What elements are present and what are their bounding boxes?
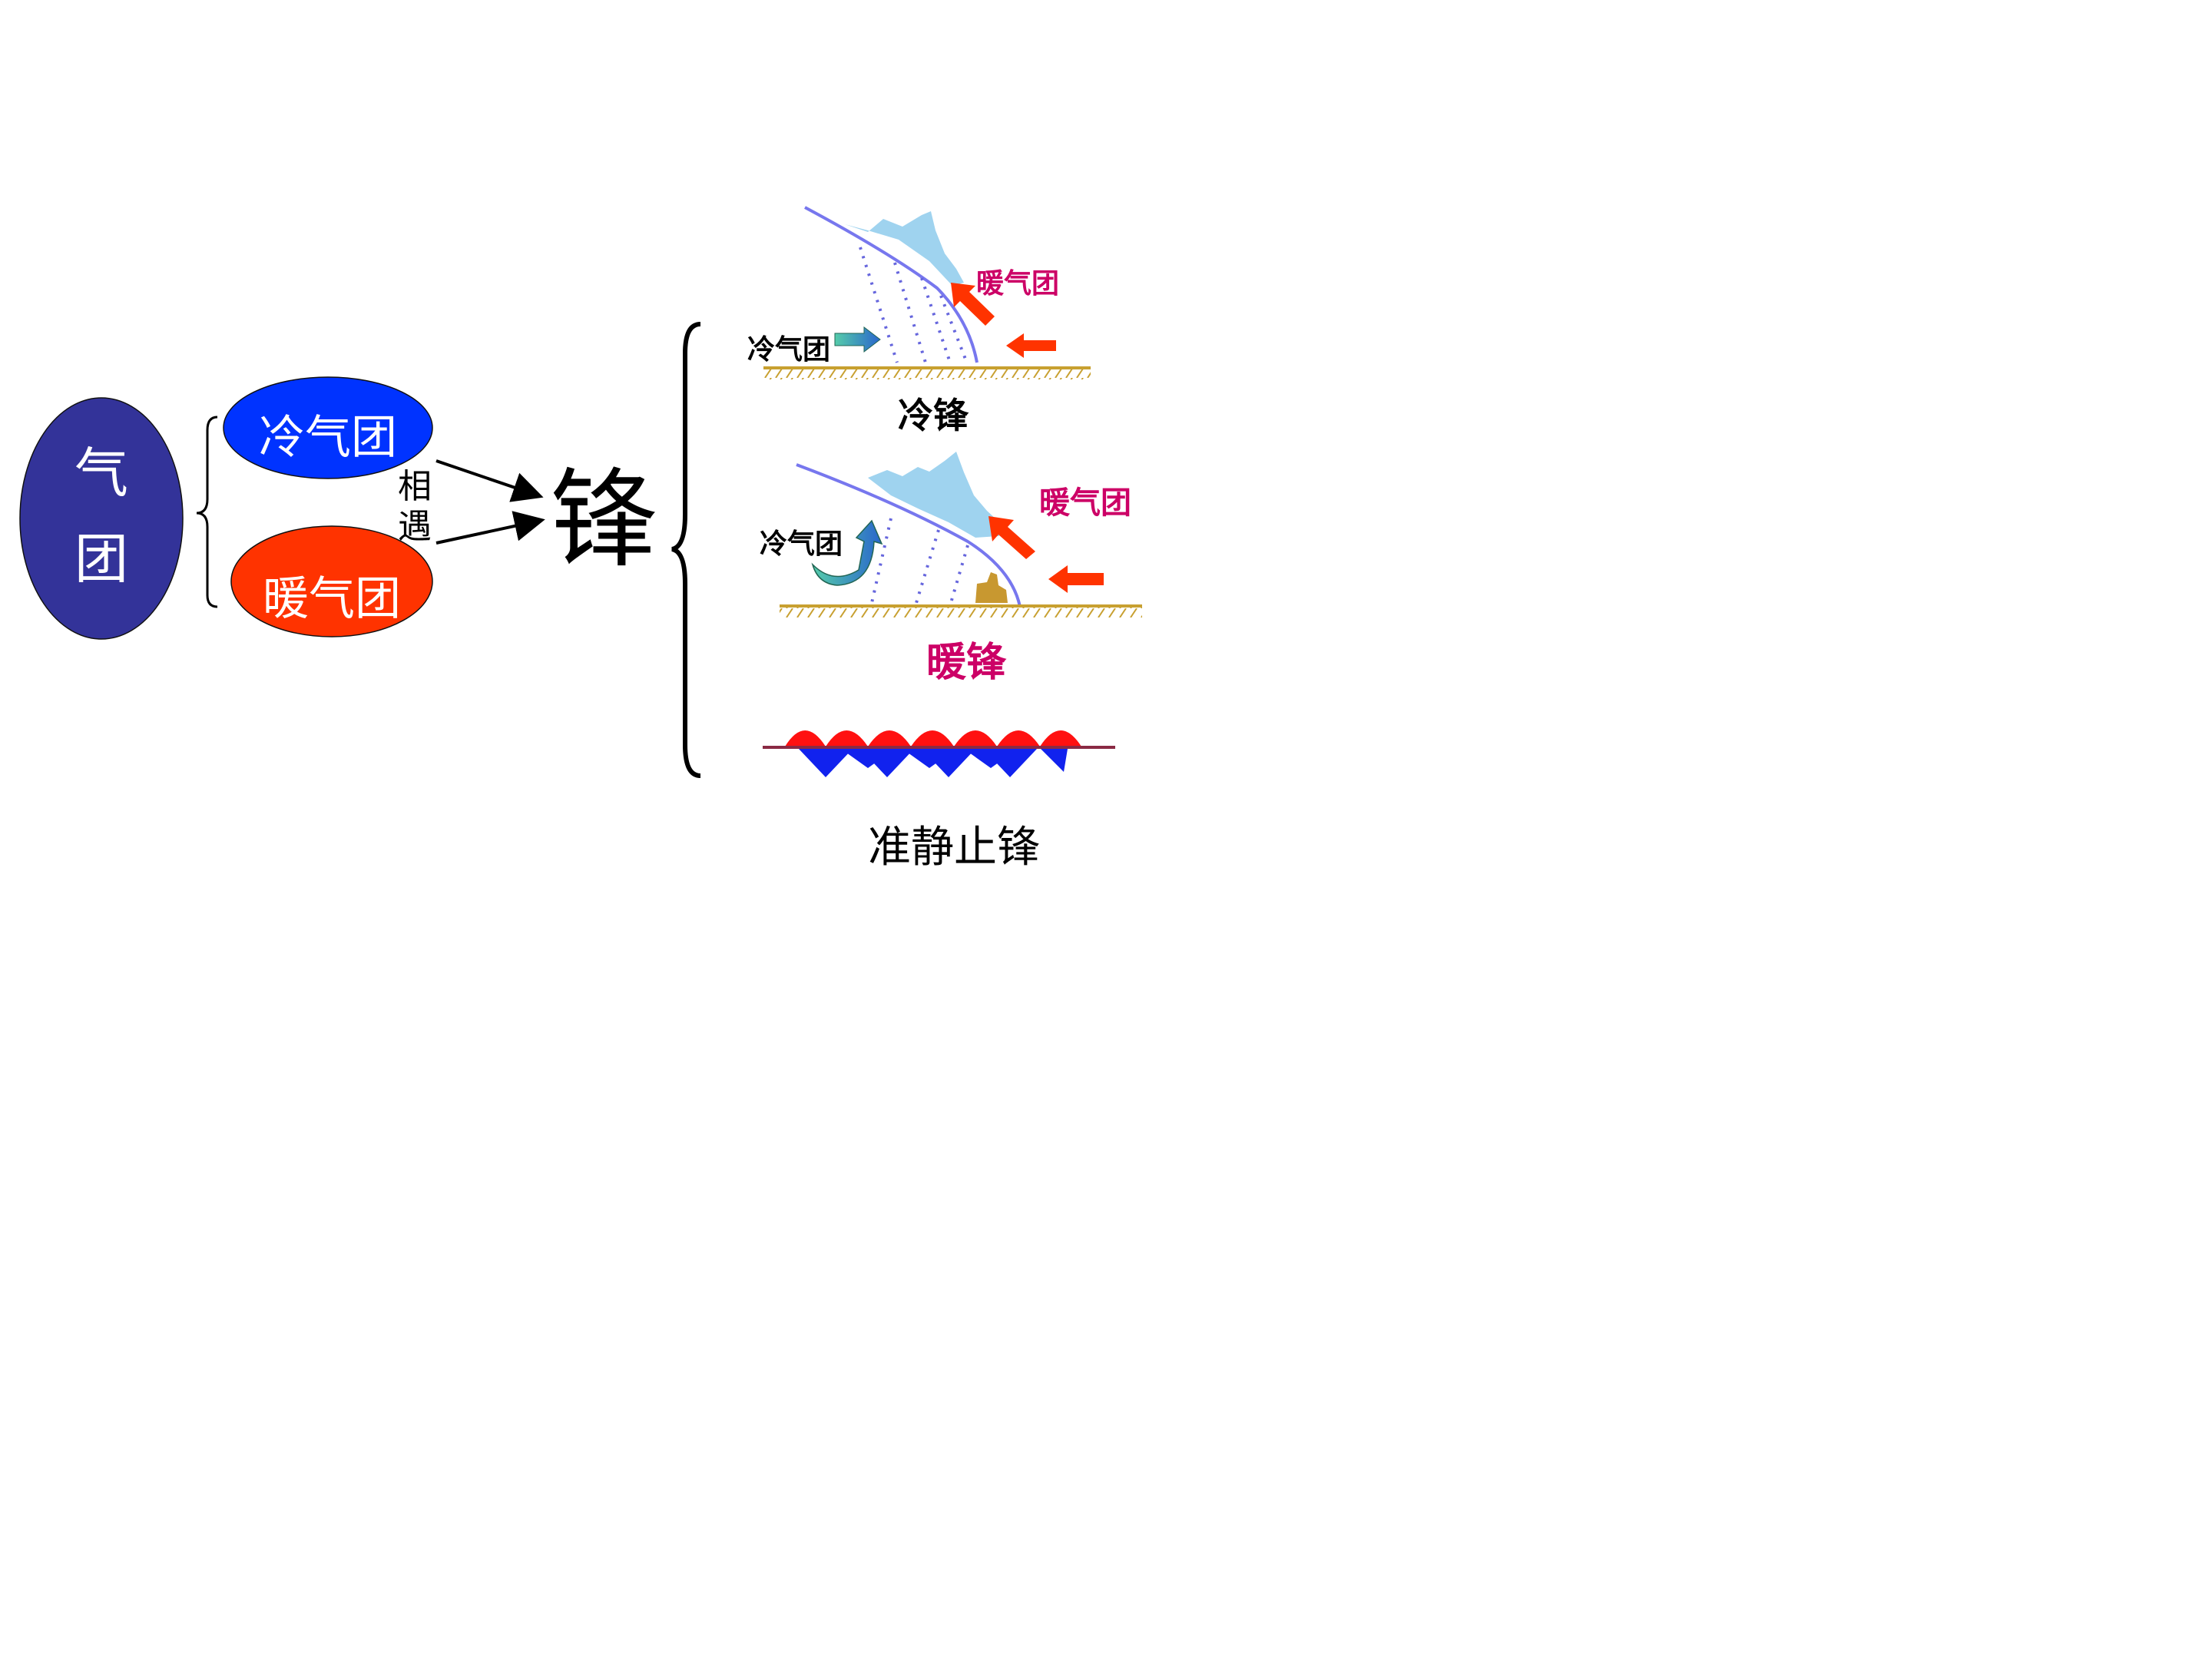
warm-front-surface — [796, 463, 1022, 608]
warm-air-mass-ellipse — [230, 525, 433, 637]
warm-front-fog — [975, 572, 1008, 603]
warm-front-cloud — [868, 452, 1008, 538]
meet-label-2: 遇 — [398, 507, 432, 546]
cold-front-rain — [859, 247, 968, 363]
warm-front-cold-arrow — [811, 519, 883, 586]
warm-front-title: 暖锋 — [926, 640, 1007, 686]
air-mass-label-2: 团 — [75, 528, 128, 591]
warm-front-rain — [870, 518, 969, 604]
cold-front-surface — [804, 206, 979, 363]
cold-front-cold-label: 冷气团 — [747, 334, 830, 366]
arrow-cold-to-front — [435, 459, 544, 502]
cold-front-cloud — [845, 211, 964, 286]
warm-front-warm-arrow-left — [1048, 565, 1104, 593]
stationary-front-triangles — [799, 749, 1068, 777]
warm-front-warm-arrow-up — [988, 516, 1035, 559]
warm-front-diagram: 暖气团 冷气团 暖锋 — [760, 452, 1142, 686]
arrow-warm-to-front — [435, 511, 545, 545]
cold-front-warm-label: 暖气团 — [976, 268, 1059, 300]
stationary-front-symbol — [763, 730, 1115, 777]
cold-front-title: 冷锋 — [898, 395, 969, 436]
warm-front-ground-hatch — [780, 607, 1142, 618]
cold-air-mass-ellipse — [223, 376, 433, 479]
diagram-canvas: 气 团 冷气团 暖气团 相 遇 锋 暖气团 冷气团 冷锋 — [19, 206, 1142, 873]
stationary-front-semicircles — [785, 730, 1081, 747]
cold-front-warm-arrow-up — [951, 283, 995, 326]
cold-front-diagram: 暖气团 冷气团 冷锋 — [747, 206, 1091, 436]
air-mass-ellipse — [19, 397, 184, 640]
warm-air-mass-label: 暖气团 — [263, 572, 401, 626]
air-mass-label-1: 气 — [75, 442, 128, 505]
front-label: 锋 — [550, 458, 657, 583]
small-brace — [196, 416, 218, 608]
cold-air-mass-label: 冷气团 — [259, 411, 397, 465]
cold-front-warm-arrow-left — [1006, 333, 1056, 358]
stationary-front-title: 准静止锋 — [868, 823, 1040, 873]
warm-front-cold-label: 冷气团 — [760, 528, 843, 560]
cold-front-cold-arrow — [834, 326, 881, 353]
large-brace — [671, 322, 701, 778]
cold-front-ground-hatch — [763, 369, 1091, 379]
warm-front-warm-label: 暖气团 — [1039, 485, 1131, 521]
meet-label-1: 相 — [398, 467, 432, 506]
